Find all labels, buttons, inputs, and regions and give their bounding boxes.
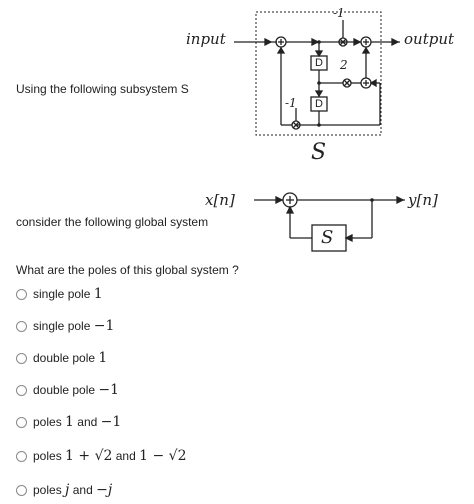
global-diagram bbox=[254, 192, 405, 252]
radio-button[interactable] bbox=[16, 484, 27, 496]
global-input-label: x[n] bbox=[205, 191, 235, 209]
radio-button[interactable] bbox=[16, 288, 27, 300]
question-text: What are the poles of this global system… bbox=[16, 263, 239, 277]
radio-button[interactable] bbox=[16, 352, 27, 364]
option-label: poles 1 and −1 bbox=[33, 414, 122, 430]
option-label: poles j and −j bbox=[33, 482, 113, 498]
option-poles-j-and-minus-j[interactable]: poles j and −j bbox=[16, 482, 112, 498]
option-label: single pole −1 bbox=[33, 318, 115, 334]
gain-top-label: -1 bbox=[333, 6, 345, 20]
subsystem-diagram bbox=[234, 11, 400, 136]
input-label: input bbox=[186, 30, 226, 48]
gain-bottom-label: -1 bbox=[285, 96, 297, 110]
option-single-pole-minus-1[interactable]: single pole −1 bbox=[16, 318, 114, 334]
option-single-pole-1[interactable]: single pole 1 bbox=[16, 286, 103, 302]
option-double-pole-1[interactable]: double pole 1 bbox=[16, 350, 107, 366]
delay-1-label: D bbox=[315, 57, 323, 69]
option-label: single pole 1 bbox=[33, 286, 103, 302]
intro-text: Using the following subsystem S bbox=[16, 82, 189, 96]
global-output-label: y[n] bbox=[408, 191, 438, 209]
option-poles-1-and-minus-1[interactable]: poles 1 and −1 bbox=[16, 414, 121, 430]
consider-text: consider the following global system bbox=[16, 215, 209, 229]
gain-mid-label: 2 bbox=[340, 58, 348, 72]
output-label: output bbox=[404, 30, 455, 48]
option-label: double pole −1 bbox=[33, 382, 120, 398]
radio-button[interactable] bbox=[16, 320, 27, 332]
subsystem-name: S bbox=[311, 140, 327, 165]
option-label: poles 1 + √2 and 1 − √2 bbox=[33, 448, 187, 464]
option-double-pole-minus-1[interactable]: double pole −1 bbox=[16, 382, 119, 398]
delay-2-label: D bbox=[315, 98, 323, 110]
radio-button[interactable] bbox=[16, 416, 27, 428]
radio-button[interactable] bbox=[16, 384, 27, 396]
multiplier-top bbox=[338, 37, 348, 47]
global-system-name: S bbox=[321, 227, 334, 248]
radio-button[interactable] bbox=[16, 450, 27, 462]
option-poles-1-plus-minus-sqrt2[interactable]: poles 1 + √2 and 1 − √2 bbox=[16, 448, 187, 464]
option-label: double pole 1 bbox=[33, 350, 108, 366]
